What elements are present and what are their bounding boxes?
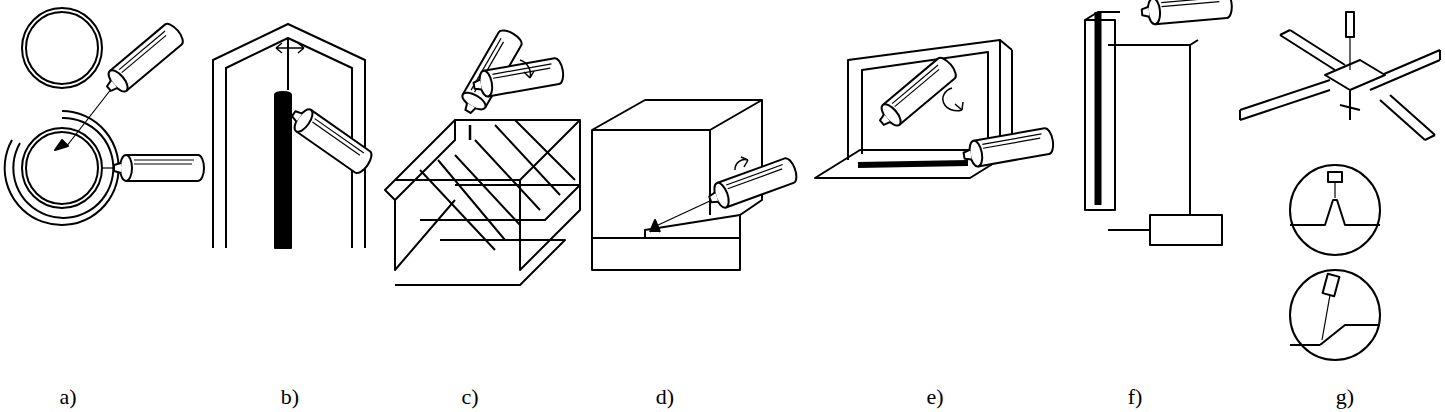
panel-label: e)	[926, 386, 943, 408]
corner-welding-b	[213, 24, 375, 248]
panel-label: b)	[281, 386, 299, 408]
grating-welding-c	[385, 27, 580, 285]
pipe-welding-a	[5, 8, 204, 225]
panel-label: f)	[1128, 386, 1143, 408]
panel-label: c)	[461, 386, 478, 408]
box-welding-e	[815, 40, 1055, 178]
step-welding-d	[592, 100, 799, 270]
panel-label: g)	[1336, 386, 1354, 408]
frame-welding-f	[1085, 0, 1233, 245]
panel-label: d)	[656, 386, 674, 408]
panel-label: a)	[59, 386, 76, 408]
beam-joint-g	[1240, 12, 1440, 360]
